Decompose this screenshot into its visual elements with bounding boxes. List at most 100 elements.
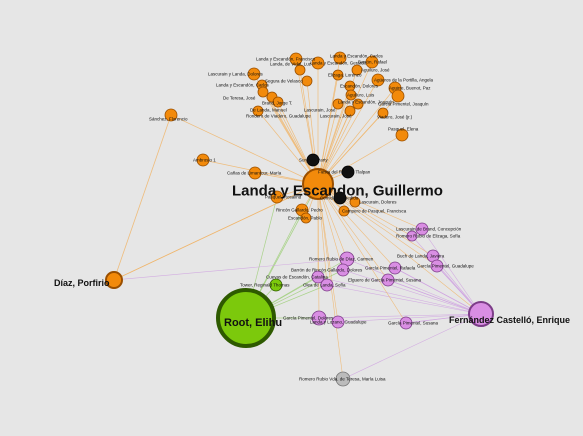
edge-landa: [317, 112, 384, 185]
node-n28[interactable]: [196, 153, 210, 167]
edge-landa: [271, 96, 319, 185]
node-label-n45: Tower, Reginald Thomas: [240, 283, 290, 288]
node-label-n8: Segura de Velasco: [265, 79, 303, 84]
node-n2[interactable]: [311, 56, 325, 70]
node-n33[interactable]: [338, 205, 350, 217]
node-n4[interactable]: [365, 55, 379, 69]
node-n5[interactable]: [247, 67, 261, 81]
node-label-n3: Landa y Escandón, Carlos: [330, 54, 384, 59]
node-n21[interactable]: [252, 105, 264, 117]
node-label-n24: Sánchez, Florencio: [149, 117, 188, 122]
node-n40[interactable]: [388, 261, 402, 275]
node-label-n16: Brand, Jorge T.: [262, 101, 292, 106]
node-n37[interactable]: [406, 230, 418, 242]
node-n17[interactable]: [391, 89, 405, 103]
node-label-n10: Agüeros de la Portilla, Angela: [374, 78, 434, 83]
edge-landa: [317, 183, 396, 269]
node-label-n13: Aguiluro, Luis: [347, 93, 375, 98]
node-n27[interactable]: [341, 165, 355, 179]
node-n32[interactable]: [349, 196, 361, 208]
node-label-n34: Rincón Gallardo, Pedro: [276, 208, 323, 213]
edge-landa: [170, 114, 319, 185]
node-label-n50: Romero Rubio Vda. de Teresa, María Luisa: [299, 377, 386, 382]
edge-landa: [317, 134, 403, 185]
node-n30[interactable]: [333, 191, 347, 205]
node-n22[interactable]: [344, 105, 356, 117]
node-n49[interactable]: [399, 316, 413, 330]
node-n47[interactable]: [311, 310, 327, 326]
node-n24[interactable]: [164, 108, 178, 122]
node-label-n47: García Pimentel, Dolores: [283, 316, 334, 321]
node-n42[interactable]: [336, 263, 350, 277]
node-n6[interactable]: [294, 64, 306, 76]
edge-fernandez: [387, 279, 482, 315]
node-n13[interactable]: [345, 89, 357, 101]
node-n9[interactable]: [351, 64, 363, 76]
hub-node-root[interactable]: [216, 288, 276, 348]
node-label-n19: De Landa, Manuel: [250, 108, 287, 113]
node-label-n9: Aguiluro, José: [361, 68, 390, 73]
node-label-n6: Landa, de Vidal, Luz: [270, 62, 312, 67]
node-n19[interactable]: [272, 96, 284, 108]
node-label-n33: Campero de Pasquel, Francisca: [342, 209, 407, 214]
node-n1[interactable]: [289, 52, 303, 66]
node-n8[interactable]: [301, 75, 313, 87]
node-n36[interactable]: [415, 222, 429, 236]
edge-fernandez: [326, 284, 482, 315]
node-n35[interactable]: [300, 212, 312, 224]
node-label-n7: Elizaga, Lorenzo: [328, 73, 362, 78]
node-n23[interactable]: [377, 107, 389, 119]
node-n48[interactable]: [331, 315, 345, 329]
node-label-n40: García Pimentel, Rafaela: [365, 266, 416, 271]
node-label-n20: Lascurain, José: [304, 108, 336, 113]
node-label-n48: Landa y Lozano, Guadalupe: [310, 320, 367, 325]
edge-fernandez: [342, 313, 482, 380]
node-layer: [105, 51, 494, 387]
node-label-landa: Landa y Escandon, Guillermo: [232, 182, 443, 199]
node-n43[interactable]: [311, 270, 325, 284]
node-n25[interactable]: [395, 128, 409, 142]
node-n31[interactable]: [270, 190, 284, 204]
edge-fernandez: [342, 269, 482, 315]
node-n7[interactable]: [332, 69, 344, 81]
node-n26[interactable]: [306, 153, 320, 167]
node-n45[interactable]: [269, 278, 283, 292]
edge-fernandez: [421, 228, 482, 315]
edge-fernandez: [317, 276, 482, 315]
node-n18[interactable]: [352, 98, 364, 110]
edge-landa: [317, 183, 320, 319]
node-label-n42: Barrón de Rincón Gallardo, Dolores: [291, 268, 363, 273]
node-label-n30: Comida Hospedida: [320, 196, 359, 201]
hub-node-diaz[interactable]: [105, 271, 123, 289]
node-n3[interactable]: [333, 51, 347, 65]
node-label-n37: Romero Rubio de Elizaga, Sofía: [396, 234, 461, 239]
node-label-n17: Garcia Pimentel, Joaquín: [378, 102, 429, 107]
edge-landa: [317, 183, 423, 230]
node-n46[interactable]: [320, 278, 334, 292]
node-label-n31: Pasquel, Rosalind: [265, 195, 302, 200]
node-n50[interactable]: [335, 371, 351, 387]
edge-landa: [317, 183, 482, 315]
node-label-diaz: Díaz, Porfirio: [54, 278, 110, 288]
node-n20[interactable]: [332, 98, 344, 110]
edge-landa: [317, 87, 396, 185]
edge-fernandez: [318, 313, 482, 319]
edge-landa: [262, 91, 319, 185]
node-n44[interactable]: [381, 273, 395, 287]
node-n29[interactable]: [248, 166, 262, 180]
edge-fernandez: [394, 267, 482, 315]
hub-node-fernandez[interactable]: [468, 301, 494, 327]
edge-landa: [317, 183, 389, 281]
node-n10[interactable]: [371, 73, 385, 87]
hub-node-landa[interactable]: [302, 168, 334, 200]
node-n15[interactable]: [257, 86, 269, 98]
node-label-n28: Ambrosio 1: [193, 158, 216, 163]
edge-diaz: [113, 258, 348, 281]
edge-landa: [317, 183, 407, 324]
node-label-n18: Landa y Escandón, Joaquín: [338, 100, 394, 105]
node-label-n2: Landa y Escandón, Gerardo: [310, 61, 367, 66]
node-n41[interactable]: [430, 259, 444, 273]
node-label-n44: Elguero de García Pimentel, Susana: [348, 278, 422, 283]
